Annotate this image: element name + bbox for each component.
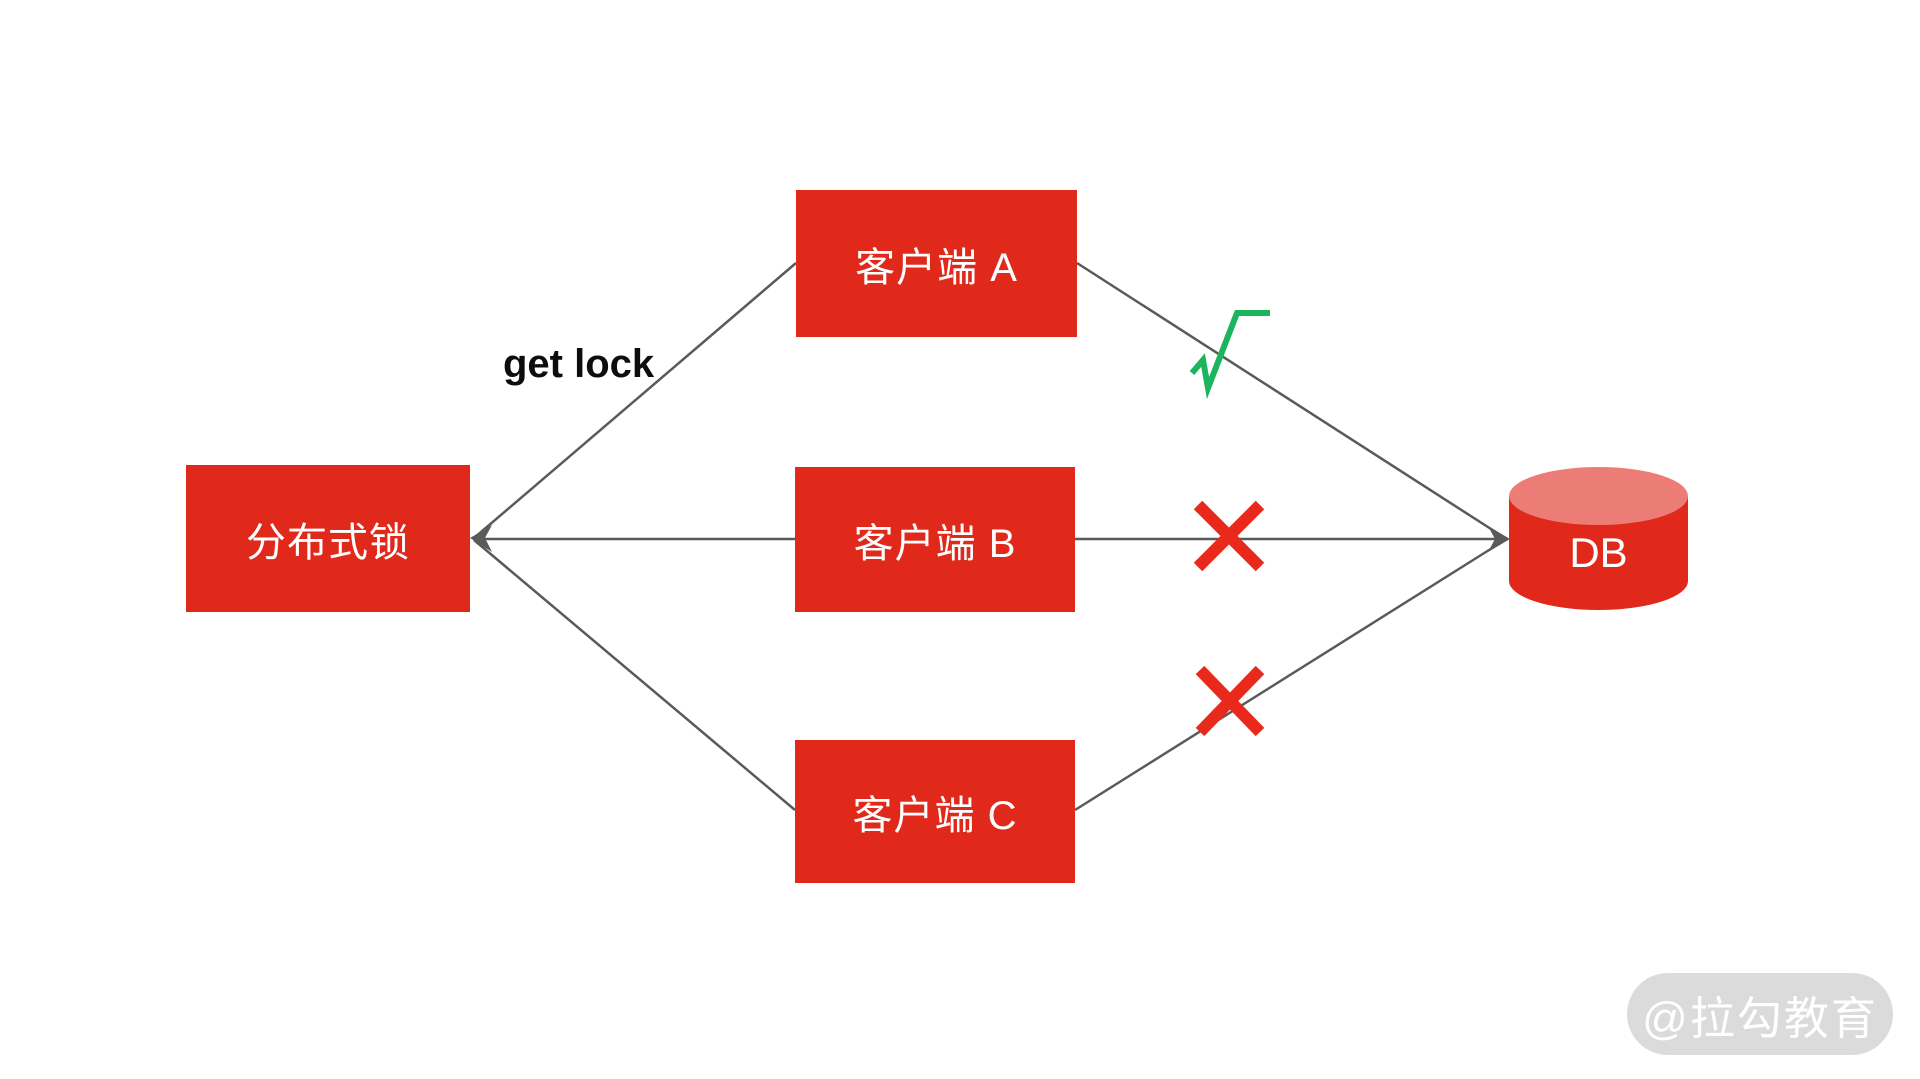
- node-client-b-label: 客户端 B: [853, 521, 1017, 566]
- node-client-a-label: 客户端 A: [855, 245, 1018, 290]
- check-icon: [1189, 310, 1270, 400]
- edge-client-a-db: [1076, 261, 1506, 540]
- watermark-badge: @拉勾教育: [1627, 973, 1893, 1055]
- edge-client-c-db: [1074, 538, 1506, 812]
- db-cylinder-top: [1509, 467, 1688, 525]
- edge-lock-client-c: [473, 539, 796, 811]
- node-db-label: DB: [1569, 529, 1628, 576]
- db-cylinder-bottom: [1509, 552, 1688, 610]
- db-cylinder: [1509, 467, 1688, 610]
- arrowhead-db-icon: [1488, 526, 1510, 552]
- cross-icon-c: [1195, 665, 1265, 737]
- node-client-a: 客户端 A: [796, 190, 1077, 337]
- node-distributed-lock-label: 分布式锁: [246, 520, 410, 565]
- watermark-text: @拉勾教育: [1642, 992, 1878, 1044]
- edge-lock-client-a: [473, 262, 797, 539]
- node-client-b: 客户端 B: [795, 467, 1075, 612]
- node-client-c: 客户端 C: [795, 740, 1075, 883]
- node-distributed-lock: 分布式锁: [186, 465, 470, 612]
- cross-icon-b: [1193, 500, 1265, 572]
- node-client-c-label: 客户端 C: [852, 793, 1018, 838]
- arrowhead-lock-icon: [470, 525, 492, 552]
- edge-label-get-lock: get lock: [503, 342, 655, 386]
